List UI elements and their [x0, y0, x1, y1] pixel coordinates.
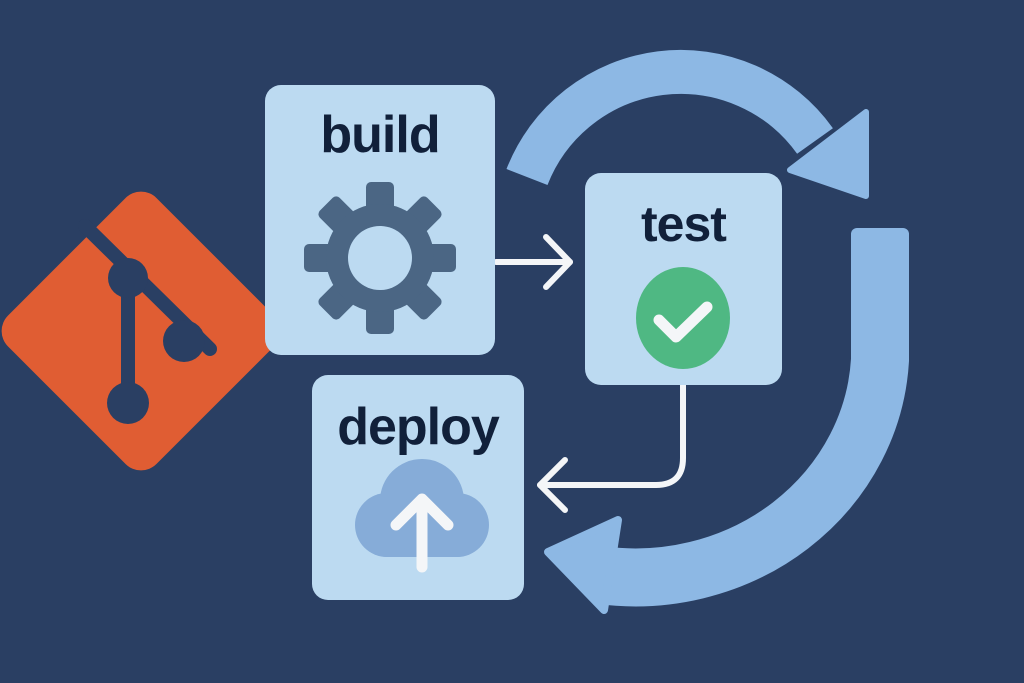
gear-icon — [304, 182, 456, 334]
git-logo-icon — [1, 191, 281, 471]
connector-test-to-deploy — [537, 382, 686, 513]
stage-card-test: test — [585, 173, 782, 385]
stage-label-build: build — [320, 106, 440, 164]
connector-build-to-test — [493, 234, 573, 290]
cycle-arrow-top-icon — [506, 49, 869, 199]
check-circle-icon — [636, 267, 730, 369]
cloud-upload-icon — [355, 459, 489, 573]
stage-label-test: test — [641, 196, 727, 252]
stage-card-deploy: deploy — [312, 375, 524, 600]
stage-card-build: build — [265, 85, 495, 355]
stage-label-deploy: deploy — [337, 398, 500, 456]
cycle-arrow-bottom-icon — [544, 228, 909, 614]
